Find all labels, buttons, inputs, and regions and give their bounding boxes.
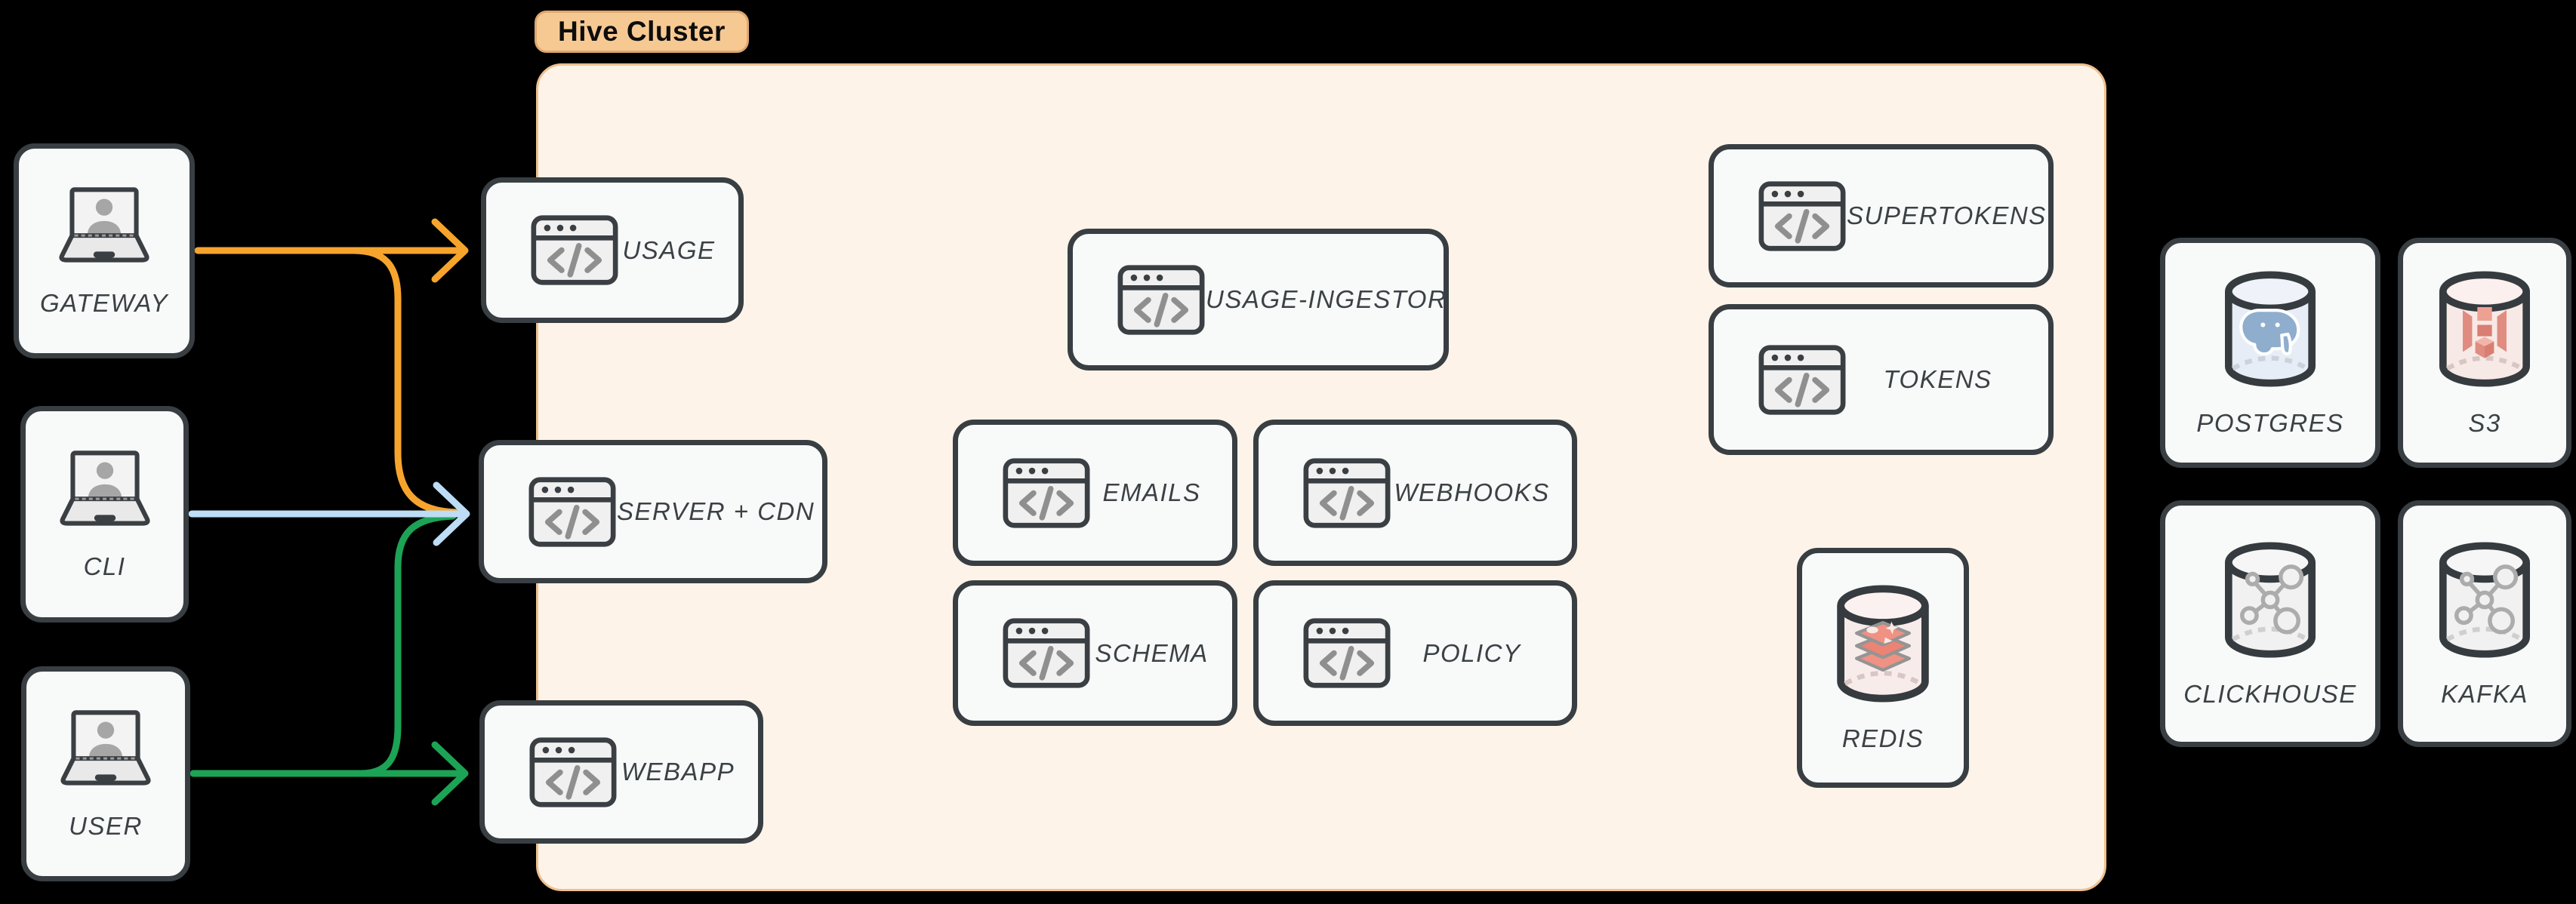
node-label: POLICY: [1422, 638, 1521, 667]
node-label: KAFKA: [2441, 679, 2528, 708]
s3-database-icon: [2433, 269, 2537, 389]
node-clickhouse: CLICKHOUSE: [2160, 500, 2380, 747]
arrow-gateway-to-usage-head: [431, 218, 469, 283]
node-label: SUPERTOKENS: [1847, 201, 2047, 229]
node-usage-ingestor: USAGE-INGESTOR: [1068, 229, 1449, 371]
node-label: TOKENS: [1883, 365, 1992, 393]
kafka-database-icon: [2433, 540, 2537, 660]
node-label: S3: [2468, 408, 2501, 437]
node-policy: POLICY: [1253, 580, 1577, 726]
code-window-icon: [1002, 617, 1091, 689]
node-label: POSTGRES: [2196, 408, 2344, 437]
cluster-title: Hive Cluster: [558, 16, 726, 47]
node-usage: USAGE: [481, 177, 744, 323]
code-window-icon: [1002, 457, 1091, 529]
node-label: USAGE-INGESTOR: [1206, 285, 1447, 313]
node-supertokens: SUPERTOKENS: [1709, 144, 2054, 287]
node-server-cdn: SERVER + CDN: [479, 440, 827, 583]
node-label: WEBAPP: [621, 758, 735, 786]
code-window-icon: [1758, 180, 1847, 252]
arrow-user-to-server-cdn: [357, 512, 457, 777]
node-label: SCHEMA: [1095, 638, 1209, 667]
node-label: USAGE: [622, 235, 716, 264]
arrow-cli-to-server-cdn-head: [433, 481, 470, 546]
code-window-icon: [1302, 457, 1391, 529]
node-user: USER: [21, 666, 190, 881]
laptop-user-icon: [48, 448, 162, 533]
node-webhooks: WEBHOOKS: [1253, 420, 1577, 566]
node-redis: REDIS: [1797, 548, 1969, 788]
node-label: CLICKHOUSE: [2183, 679, 2357, 708]
node-label: CLI: [83, 552, 126, 580]
node-emails: EMAILS: [953, 420, 1237, 566]
code-window-icon: [528, 476, 617, 548]
node-schema: SCHEMA: [953, 580, 1237, 726]
node-tokens: TOKENS: [1709, 304, 2054, 455]
redis-database-icon: [1830, 583, 1936, 705]
node-label: EMAILS: [1102, 478, 1201, 506]
node-kafka: KAFKA: [2398, 500, 2571, 747]
node-label: USER: [69, 811, 143, 840]
code-window-icon: [1758, 344, 1847, 416]
node-postgres: POSTGRES: [2160, 238, 2380, 468]
laptop-user-icon: [48, 708, 163, 792]
node-label: WEBHOOKS: [1394, 478, 1550, 506]
node-gateway: GATEWAY: [14, 143, 195, 358]
node-label: SERVER + CDN: [617, 497, 815, 525]
postgres-database-icon: [2218, 269, 2322, 389]
node-webapp: WEBAPP: [479, 700, 763, 844]
arrow-user-to-webapp-head: [431, 741, 469, 806]
node-cli: CLI: [20, 406, 189, 623]
laptop-user-icon: [47, 185, 162, 269]
node-label: GATEWAY: [39, 288, 169, 317]
arrow-gateway-to-server-cdn: [350, 247, 461, 516]
clickhouse-database-icon: [2218, 540, 2322, 660]
node-s3: S3: [2398, 238, 2571, 468]
cluster-title-badge: Hive Cluster: [535, 11, 749, 53]
code-window-icon: [1117, 264, 1206, 336]
code-window-icon: [528, 736, 618, 808]
code-window-icon: [1302, 617, 1391, 689]
code-window-icon: [530, 214, 619, 286]
node-label: REDIS: [1841, 724, 1924, 752]
